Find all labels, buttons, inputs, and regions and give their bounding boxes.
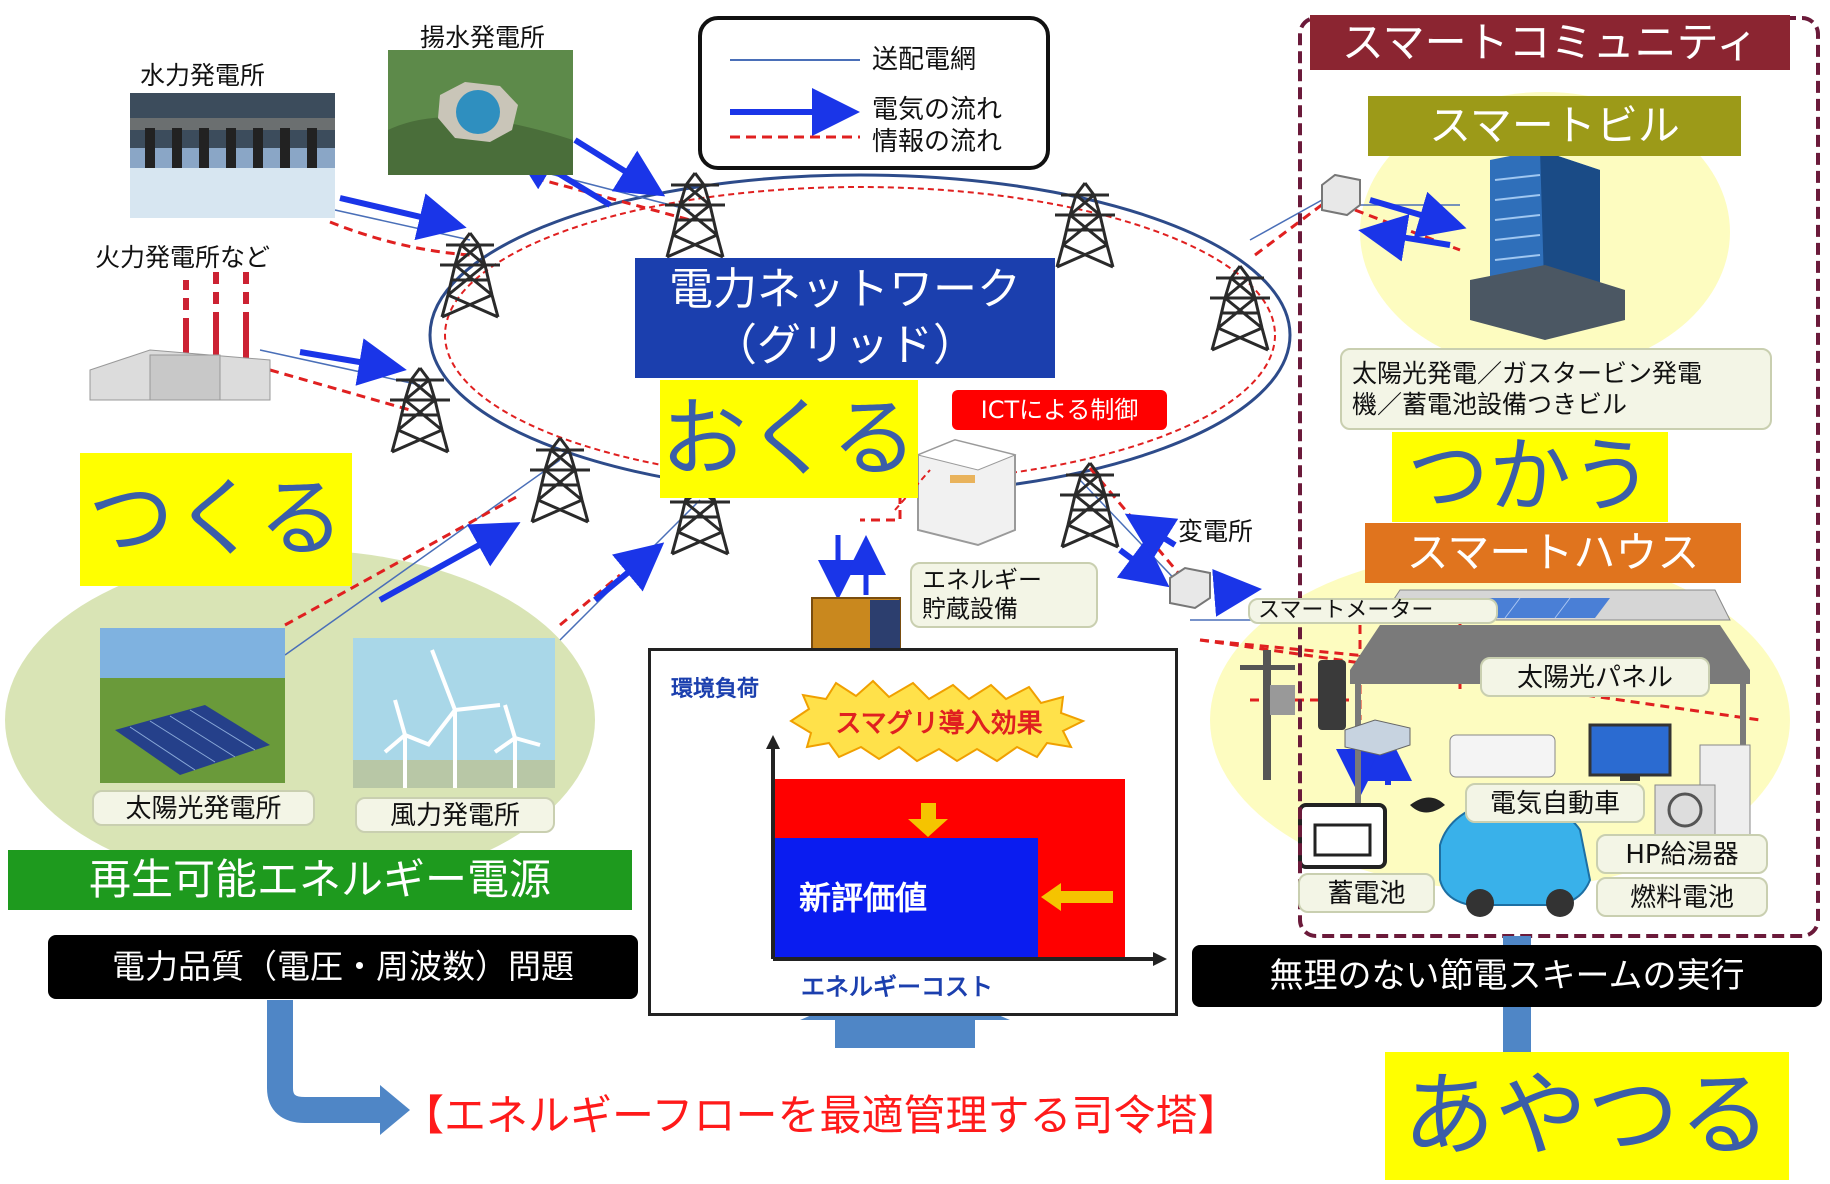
grid-title-line1: 電力ネットワーク [669,264,1021,315]
tsukuru-label: つくる [80,453,352,586]
legend-item-info: 情報の流れ [872,127,1003,157]
flow-pipe-left [267,1000,380,1123]
smart-meter-label: スマートメーター [1248,598,1498,624]
smart-community-title: スマートコミュニティ [1310,15,1790,70]
substation-box-top [1321,173,1361,217]
ict-server-icon [916,438,1017,547]
inset-burst-text: スマグリ導入効果 [835,709,1043,739]
inset-graph [766,679,1167,966]
fuel-cell-label: 燃料電池 [1596,877,1768,917]
pumped-plant-label: 揚水発電所 [420,23,546,52]
hydro-plant-image [130,93,335,218]
solar-farm-image [100,628,285,783]
inset-panel: 環境負荷 スマグリ導入効果 新評価値 エネルギーコスト [648,648,1178,1016]
legend-item-electric: 電気の流れ [872,95,1003,125]
tsukau-label: つかう [1392,432,1668,522]
thermal-plant-label: 火力発電所など [95,243,271,272]
battery-label: 蓄電池 [1298,873,1435,913]
wind-farm-label: 風力発電所 [355,797,555,833]
quality-issue-box: 電力品質（電圧・周波数）問題 [48,935,638,999]
smart-building-title: スマートビル [1368,96,1741,156]
legend-items: 送配電網 電気の流れ 情報の流れ [872,44,1002,158]
storage-label: エネルギー 貯蔵設備 [910,562,1098,628]
effect-burst [789,679,1086,763]
smart-building-desc: 太陽光発電／ガスタービン発電 機／蓄電池設備つきビル [1340,348,1772,430]
inset-ylabel: 環境負荷 [671,677,760,702]
inset-value-label: 新評価値 [799,879,928,917]
storage-battery-icon [811,597,901,654]
grid-ring-inner [444,186,1276,484]
ict-control-label: ICTによる制御 [952,390,1167,430]
inset-xlabel: エネルギーコスト [801,973,993,1001]
ev-label: 電気自動車 [1465,783,1645,823]
okuru-label: おくる [660,380,918,498]
wind-farm-image [353,638,555,788]
hydro-plant-label: 水力発電所 [140,61,266,90]
thermal-plant-image [89,272,271,401]
smart-building-icon [1470,150,1625,340]
scheme-box: 無理のない節電スキームの実行 [1192,945,1822,1007]
grid-title: 電力ネットワーク （グリッド） [635,258,1055,378]
substation-box-bottom [1169,566,1211,610]
solar-farm-label: 太陽光発電所 [92,790,315,826]
solar-panel-label: 太陽光パネル [1480,657,1710,697]
renewable-banner: 再生可能エネルギー電源 [8,850,632,910]
hp-heater-label: HP給湯器 [1596,834,1768,874]
ayatsuru-label: あやつる [1385,1052,1789,1180]
substation-label: 変電所 [1178,517,1254,546]
command-tower-text: 【エネルギーフローを最適管理する司令塔】 [402,1091,1240,1140]
grid-title-line2: （グリッド） [713,320,977,371]
pumped-plant-image [388,50,573,175]
smart-house-title: スマートハウス [1365,523,1741,583]
legend-box [698,16,1050,170]
legend-item-grid: 送配電網 [872,45,977,75]
